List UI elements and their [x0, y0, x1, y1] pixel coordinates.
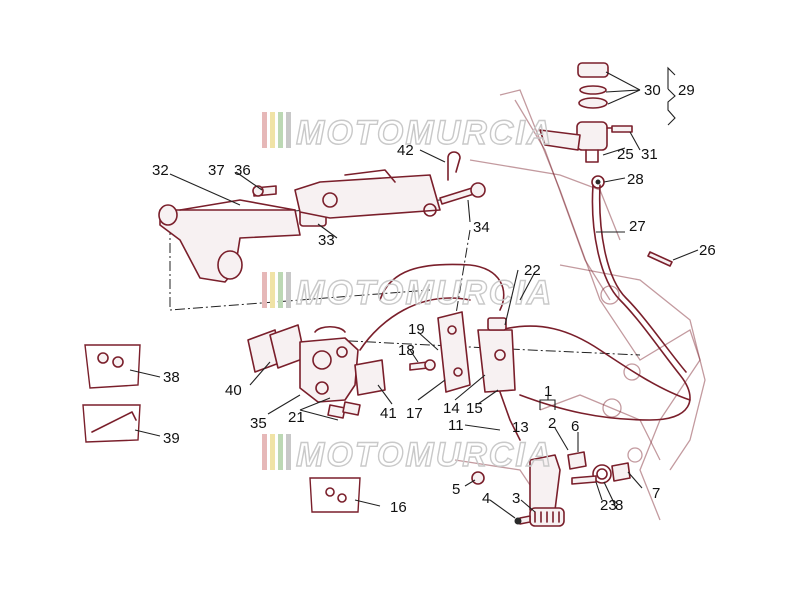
bracket-screw	[252, 185, 277, 197]
callout-25: 25	[617, 146, 634, 163]
kit-bag-16	[309, 477, 361, 513]
callout-1: 1	[544, 383, 552, 400]
callout-36: 36	[234, 162, 251, 179]
callout-21: 21	[288, 409, 305, 426]
callout-labels: 29 30 31 25 28 27 26 42 34 33 32 37 36 2…	[152, 82, 716, 516]
callout-41: 41	[380, 405, 397, 422]
callout-13: 13	[512, 419, 529, 436]
brake-caliper	[299, 337, 359, 403]
kit-bag-39	[82, 404, 141, 443]
callout-18: 18	[398, 342, 415, 359]
pedal-pin-4	[514, 515, 531, 525]
callout-7: 7	[652, 485, 660, 502]
washer-18	[409, 359, 436, 371]
r-clip	[447, 151, 461, 181]
pedal-washer-23	[592, 464, 612, 484]
callout-19: 19	[408, 321, 425, 338]
reservoir-screw	[611, 125, 633, 133]
callout-4: 4	[482, 490, 490, 507]
callout-31: 31	[641, 146, 658, 163]
callout-15: 15	[466, 400, 483, 417]
callout-5: 5	[452, 481, 460, 498]
callout-42: 42	[397, 142, 414, 159]
callout-6: 6	[571, 418, 579, 435]
callout-26: 26	[699, 242, 716, 259]
reservoir-cap	[577, 62, 609, 109]
master-cylinder	[477, 317, 521, 441]
brake-pedal-bracket	[158, 199, 301, 283]
caliper-pin	[314, 325, 346, 333]
brake-pedal-lever	[529, 454, 565, 527]
pedal-bolt-5	[471, 471, 485, 485]
callout-37: 37	[208, 162, 225, 179]
caliper-bracket-41	[354, 359, 386, 396]
callout-22: 22	[524, 262, 541, 279]
callout-34: 34	[473, 219, 490, 236]
brake-pads	[247, 324, 306, 373]
pivot-bolt	[439, 182, 486, 205]
pedal-bushing-7	[611, 462, 631, 482]
brake-hoses	[359, 184, 691, 421]
watermark-text: MOTOMURCIA	[296, 274, 553, 312]
leader-lines	[129, 66, 699, 519]
callout-38: 38	[163, 369, 180, 386]
watermark: MOTOMURCIA MOTOMURCIA MOTOMURCIA	[262, 112, 553, 475]
callout-14: 14	[443, 400, 460, 417]
callout-32: 32	[152, 162, 169, 179]
callout-8: 8	[615, 497, 623, 514]
reservoir-bracket	[539, 129, 581, 151]
callout-39: 39	[163, 430, 180, 447]
bleed-screws	[327, 401, 361, 419]
callout-33: 33	[318, 232, 335, 249]
callout-27: 27	[629, 218, 646, 235]
callout-17: 17	[406, 405, 423, 422]
callout-16: 16	[390, 499, 407, 516]
callout-11: 11	[448, 417, 464, 434]
callout-2: 2	[548, 415, 556, 432]
callout-35: 35	[250, 415, 267, 432]
callout-29: 29	[678, 82, 695, 99]
pedal-spacer-6	[567, 451, 587, 470]
callout-23: 23	[600, 497, 617, 514]
callout-40: 40	[225, 382, 242, 399]
callout-30: 30	[644, 82, 661, 99]
frame-plate	[294, 169, 441, 219]
watermark-text: MOTOMURCIA	[296, 114, 553, 152]
callout-28: 28	[627, 171, 644, 188]
callout-3: 3	[512, 490, 520, 507]
kit-bag-38	[84, 344, 141, 389]
master-cylinder-bracket	[437, 311, 471, 393]
hose-clip	[591, 175, 605, 189]
watermark-text: MOTOMURCIA	[296, 436, 553, 474]
spring-pin	[647, 251, 673, 267]
pedal-bolt-8	[571, 475, 597, 485]
